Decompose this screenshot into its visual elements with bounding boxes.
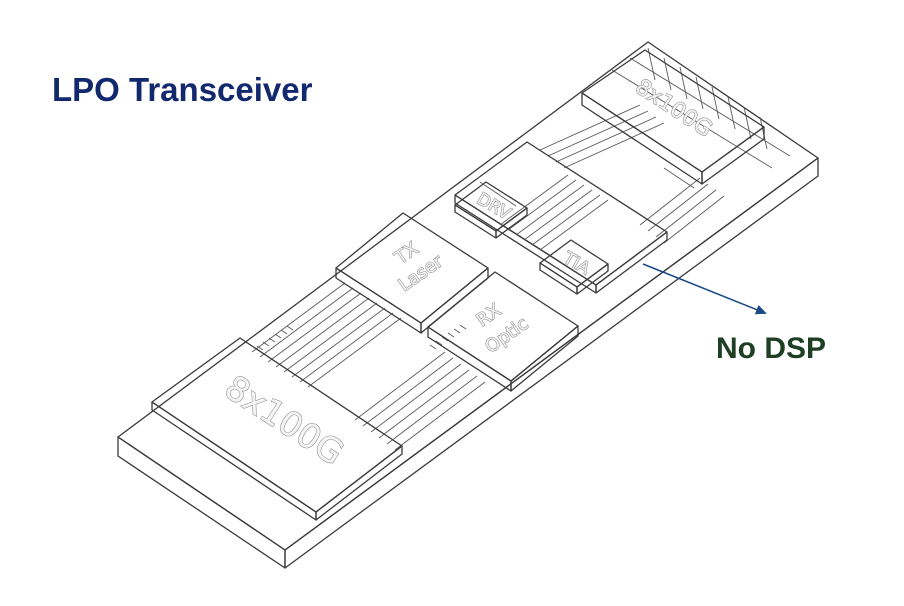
diagram-title: LPO Transceiver [52, 71, 313, 108]
traces-edge-to-rx [354, 351, 486, 451]
pcb-board [117, 41, 819, 569]
optical-connector-slots [611, 47, 791, 169]
tia-label: TIA [559, 248, 594, 280]
pin-rows [256, 167, 695, 351]
electrical-interface-chip: 8x100G [151, 337, 403, 521]
no-dsp-arrow [642, 263, 767, 315]
traces-edge-to-tx [251, 282, 402, 388]
electrical-interface-label: 8x100G [217, 368, 350, 474]
tia-chip: TIA [539, 239, 609, 295]
tx-laser-block: TX Laser [335, 212, 489, 334]
rx-optic-block: RX Optic [427, 271, 579, 392]
photonics-subassembly [454, 141, 668, 294]
traces-to-optical-module [539, 104, 725, 244]
no-dsp-callout: No DSP [716, 332, 826, 365]
